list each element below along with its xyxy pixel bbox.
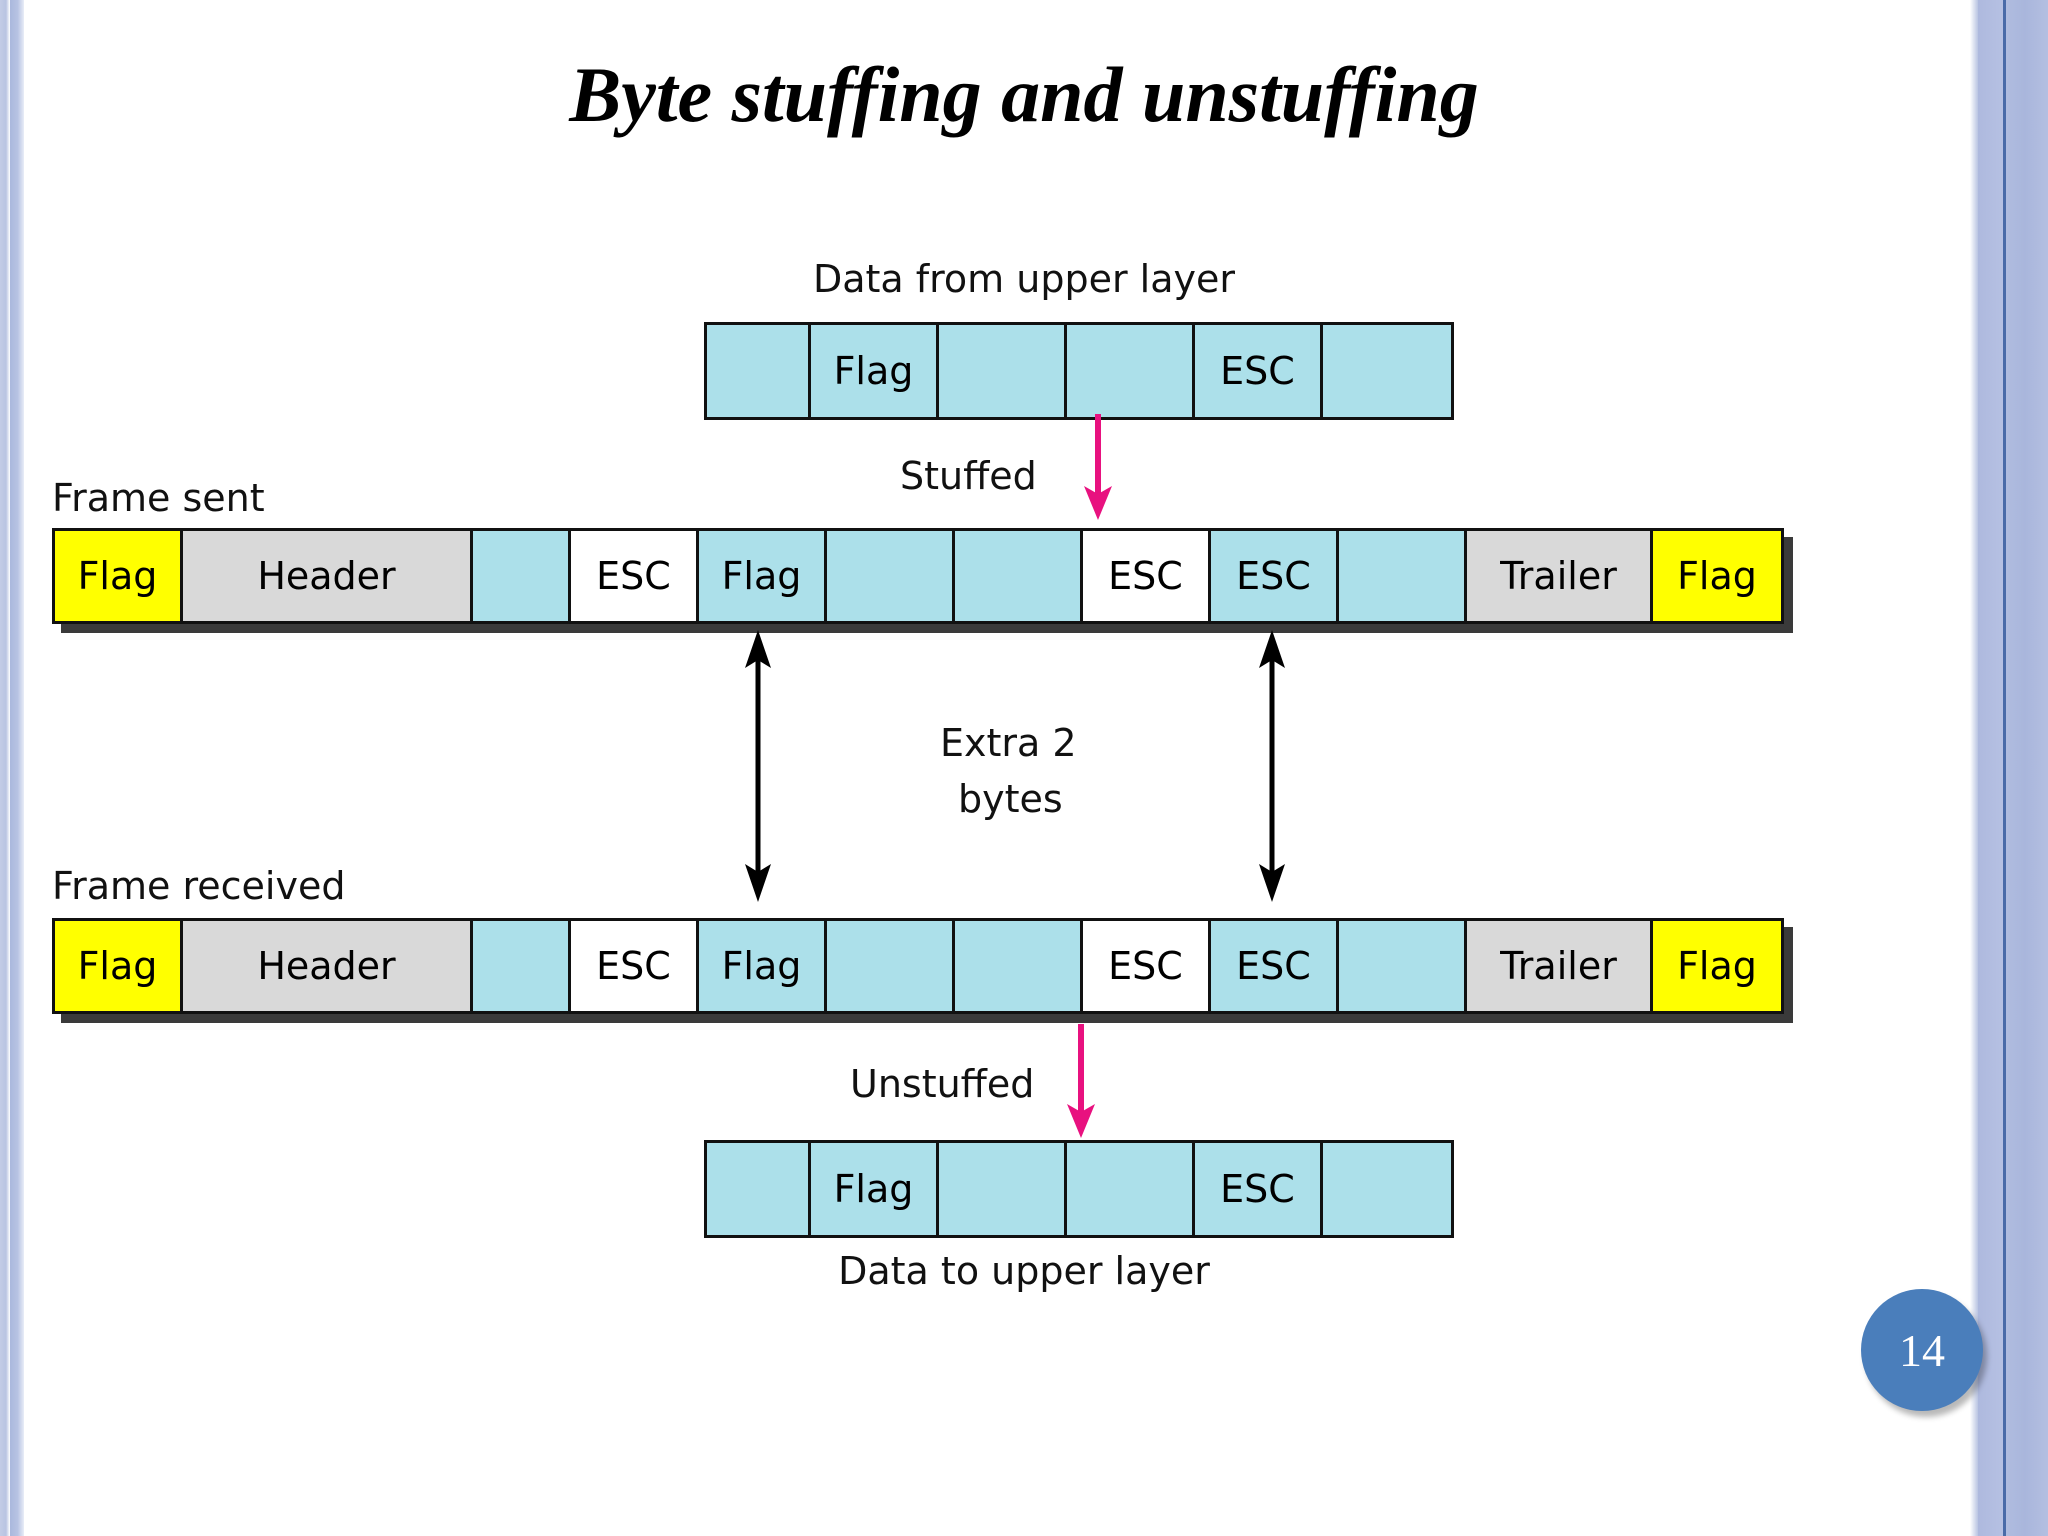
label-extra-bytes-line1: Extra 2	[940, 721, 1077, 765]
right-edge-divider-line	[2003, 0, 2006, 1536]
byte-cell-flag: Flag	[55, 921, 183, 1011]
label-frame-sent: Frame sent	[52, 476, 265, 520]
byte-cell-empty	[955, 921, 1083, 1011]
byte-cell-esc: ESC	[1195, 325, 1323, 417]
label-frame-received: Frame received	[52, 864, 346, 908]
label-extra-bytes-line2: bytes	[958, 777, 1063, 821]
data-from-upper-layer-strip: Flag ESC	[704, 322, 1454, 420]
byte-cell-empty	[827, 921, 955, 1011]
page-title: Byte stuffing and unstuffing	[569, 51, 1479, 138]
byte-cell-flag: Flag	[699, 921, 827, 1011]
page-number-badge: 14	[1861, 1289, 1983, 1411]
label-unstuffed: Unstuffed	[850, 1062, 1035, 1106]
unstuffed-arrow-icon	[1067, 1024, 1095, 1138]
byte-cell-esc: ESC	[1195, 1143, 1323, 1235]
right-edge-stripe-mid	[1978, 0, 2004, 1536]
stuffed-arrow-icon	[1084, 414, 1112, 520]
byte-cell-esc: ESC	[1211, 531, 1339, 621]
byte-cell-flag: Flag	[1653, 921, 1781, 1011]
byte-cell-trailer: Trailer	[1467, 921, 1653, 1011]
byte-cell-empty	[1323, 325, 1451, 417]
byte-cell-flag: Flag	[811, 325, 939, 417]
data-to-upper-layer-strip: Flag ESC	[704, 1140, 1454, 1238]
byte-cell-empty	[473, 531, 571, 621]
label-stuffed: Stuffed	[900, 454, 1037, 498]
byte-cell-empty	[1323, 1143, 1451, 1235]
byte-cell-flag: Flag	[699, 531, 827, 621]
left-edge-stripe-outer	[0, 0, 10, 1536]
label-data-from-upper-layer: Data from upper layer	[812, 257, 1236, 301]
byte-cell-esc: ESC	[1083, 531, 1211, 621]
byte-cell-flag: Flag	[811, 1143, 939, 1235]
label-data-to-upper-layer: Data to upper layer	[838, 1249, 1210, 1293]
byte-cell-esc: ESC	[1083, 921, 1211, 1011]
left-edge-stripe	[10, 0, 24, 1536]
byte-cell-trailer: Trailer	[1467, 531, 1653, 621]
extra-bytes-right-measure-arrow-icon	[1259, 630, 1285, 902]
byte-cell-empty	[707, 1143, 811, 1235]
byte-cell-empty	[1339, 921, 1467, 1011]
byte-cell-empty	[707, 325, 811, 417]
byte-cell-header: Header	[183, 531, 473, 621]
right-edge-stripe-inner	[1970, 0, 1978, 1536]
page-number-text: 14	[1899, 1324, 1945, 1376]
byte-cell-esc: ESC	[571, 921, 699, 1011]
byte-cell-header: Header	[183, 921, 473, 1011]
byte-cell-empty	[939, 325, 1067, 417]
right-edge-stripe-outer	[2006, 0, 2048, 1536]
byte-cell-esc: ESC	[571, 531, 699, 621]
byte-cell-flag: Flag	[1653, 531, 1781, 621]
byte-cell-empty	[1067, 1143, 1195, 1235]
byte-cell-empty	[473, 921, 571, 1011]
byte-cell-empty	[955, 531, 1083, 621]
byte-cell-flag: Flag	[55, 531, 183, 621]
extra-bytes-left-measure-arrow-icon	[745, 630, 771, 902]
byte-cell-empty	[1067, 325, 1195, 417]
byte-cell-empty	[939, 1143, 1067, 1235]
byte-cell-esc: ESC	[1211, 921, 1339, 1011]
byte-cell-empty	[827, 531, 955, 621]
byte-cell-empty	[1339, 531, 1467, 621]
